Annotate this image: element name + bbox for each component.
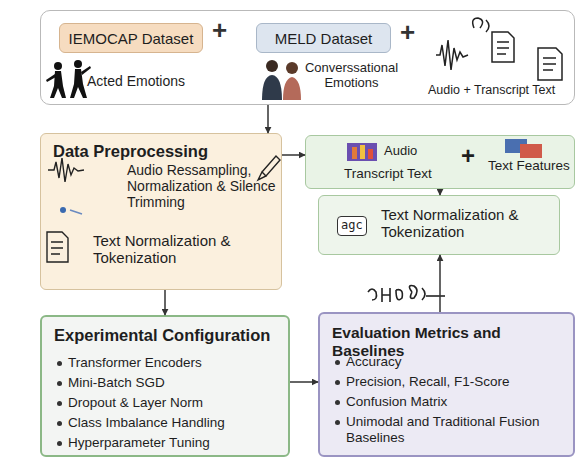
bullet-dot [335, 360, 340, 365]
bullet-dot [335, 380, 340, 385]
scribble-marks [368, 286, 445, 302]
flow-arrow [282, 154, 305, 156]
box-text: Class Imbalance Handling [68, 415, 283, 431]
box-text: Accuracy [346, 354, 566, 370]
dataset-pill: MELD Dataset [256, 23, 391, 53]
flow-arrow [267, 105, 269, 133]
metrics-box: Evaluation Metrics and BaselinesAccuracy… [318, 312, 575, 457]
box-text: Audio + Transcript Text [428, 83, 578, 97]
plus-sign: + [212, 16, 227, 46]
box-text: + [456, 142, 480, 170]
box-text: IEMOCAP Dataset [60, 30, 202, 47]
process-box: agc Text Normalization & Tokenization [318, 195, 560, 255]
box-text: Dropout & Layer Norm [68, 395, 283, 411]
box-text: Unimodal and Traditional Fusion Baseline… [346, 414, 561, 445]
bullet-dot [335, 400, 340, 405]
plus-sign: + [400, 18, 415, 48]
box-text: Text Features [488, 158, 578, 174]
flow-arrow [164, 290, 166, 315]
box-text: Confusion Matrix [346, 394, 566, 410]
box-text: Mini-Batch SGD [68, 375, 283, 391]
box-heading: Data Preprocessing [53, 142, 273, 161]
bullet-dot [57, 441, 62, 446]
box-text: MELD Dataset [257, 30, 390, 47]
box-text: Audio [384, 144, 434, 159]
box-text: Precision, Recall, F1-Score [346, 374, 566, 390]
box-heading: Experimental Configuration [54, 326, 284, 345]
config-box: Experimental ConfigurationTransformer En… [40, 315, 290, 457]
box-text: Converssational Emotions [299, 61, 404, 91]
box-text: Audio Ressampling, Normalization & Silen… [127, 162, 277, 210]
bullet-dot [335, 420, 340, 425]
box-text: Acted Emotions [87, 73, 197, 89]
bullet-dot [57, 401, 62, 406]
flow-arrow [439, 255, 441, 312]
box-text: Text Normalization & Tokenization [381, 206, 551, 241]
dataset-pill: IEMOCAP Dataset [59, 23, 203, 53]
flow-arrow [290, 381, 318, 383]
source-panel: Acted Emotions Converssational EmotionsAu… [40, 10, 575, 105]
feature-box: Audio +Transcript Text Text Features [305, 135, 575, 189]
icon-text: agc [337, 216, 367, 236]
bullet-dot [57, 421, 62, 426]
bullet-dot [57, 381, 62, 386]
box-text: Hyperparameter Tuning [68, 435, 283, 451]
box-text: Transformer Encoders [68, 355, 283, 371]
process-box: Data PreprocessingAudio Ressampling, Nor… [40, 133, 282, 290]
box-text: Text Normalization & Tokenization [93, 232, 273, 267]
box-text: Transcript Text [344, 166, 454, 182]
bullet-dot [57, 361, 62, 366]
